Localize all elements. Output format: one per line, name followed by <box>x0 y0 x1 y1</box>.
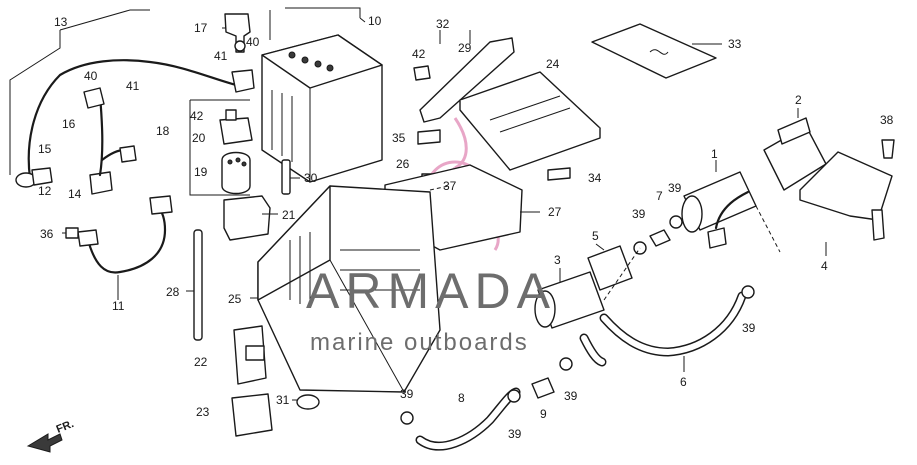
battery-tray-24 <box>459 71 601 171</box>
battery-10 <box>261 7 383 183</box>
module-22 <box>233 325 267 385</box>
callout-10: 10 <box>368 14 382 28</box>
pump-cushion-2 <box>763 108 827 191</box>
grommet-31 <box>292 394 320 410</box>
callout-37: 37 <box>443 179 457 193</box>
clip-39-e <box>669 215 683 229</box>
callout-39-e: 39 <box>668 181 682 195</box>
callout-4: 4 <box>821 259 828 273</box>
callout-21: 21 <box>282 208 296 222</box>
watermark: ARMADA marine outboards <box>306 263 556 356</box>
callout-6: 6 <box>680 375 687 389</box>
callout-2: 2 <box>795 93 802 107</box>
pump-bracket-4 <box>799 151 893 256</box>
breather-tube-30 <box>281 159 300 195</box>
callout-40-b: 40 <box>84 69 98 83</box>
callout-34: 34 <box>588 171 602 185</box>
callout-39-c: 39 <box>564 389 578 403</box>
callout-27: 27 <box>548 205 562 219</box>
callout-3: 3 <box>554 253 561 267</box>
bolt-38 <box>881 139 895 159</box>
clip-39-b <box>507 389 521 403</box>
callout-23: 23 <box>196 405 210 419</box>
hose-6 <box>599 291 747 372</box>
callout-26: 26 <box>396 157 410 171</box>
clip-39-c <box>559 357 573 371</box>
callout-41: 41 <box>214 49 228 63</box>
callout-33: 33 <box>728 37 742 51</box>
arrow-left-icon <box>26 433 63 453</box>
callout-1: 1 <box>711 147 718 161</box>
callout-8: 8 <box>458 391 465 405</box>
ground-cable-11 <box>77 195 173 300</box>
callout-12: 12 <box>38 184 52 198</box>
callout-29: 29 <box>458 41 472 55</box>
callout-9: 9 <box>540 407 547 421</box>
fr-label: FR. <box>55 418 76 436</box>
clip-39-f <box>741 285 755 299</box>
callout-25: 25 <box>228 292 242 306</box>
watermark-tagline: marine outboards <box>310 329 529 356</box>
hose-8 <box>415 387 521 451</box>
front-direction-marker: FR. <box>26 418 76 453</box>
starter-relay-group <box>189 99 253 196</box>
callout-14: 14 <box>68 187 82 201</box>
callout-32: 32 <box>436 17 450 31</box>
rod-28 <box>186 229 203 341</box>
callout-39-b: 39 <box>508 427 522 441</box>
callout-labels: 1 2 3 4 5 6 7 8 9 10 11 12 13 14 15 16 1… <box>38 14 894 441</box>
clip-39-a <box>400 411 414 425</box>
callout-35: 35 <box>392 131 406 145</box>
callout-19: 19 <box>194 165 208 179</box>
callout-7: 7 <box>656 189 663 203</box>
routing-line-b <box>755 205 781 253</box>
bolt-36 <box>62 227 79 239</box>
fuel-pump-1 <box>681 160 757 249</box>
terminal-group-left <box>31 87 137 195</box>
label-sheet-33 <box>591 23 722 79</box>
callout-42-b: 42 <box>412 47 426 61</box>
callout-36: 36 <box>40 227 54 241</box>
callout-38: 38 <box>880 113 894 127</box>
callout-42: 42 <box>190 109 204 123</box>
callout-22: 22 <box>194 355 208 369</box>
callout-28: 28 <box>166 285 180 299</box>
pipe-7 <box>649 229 671 247</box>
callout-39-f: 39 <box>742 321 756 335</box>
relay-bracket-17 <box>222 13 255 93</box>
pad-34 <box>547 167 571 181</box>
battery-strap-29 <box>413 30 515 123</box>
callout-11: 11 <box>112 299 125 313</box>
callout-41-b: 41 <box>126 79 140 93</box>
callout-20: 20 <box>192 131 206 145</box>
callout-24: 24 <box>546 57 560 71</box>
routing-line-c <box>429 185 449 191</box>
callout-13: 13 <box>54 15 68 29</box>
battery-cable-13 <box>9 9 242 188</box>
callout-30: 30 <box>304 171 318 185</box>
routing-line-a <box>603 247 641 301</box>
pad-35 <box>417 129 441 145</box>
pipe-9 <box>531 377 555 399</box>
hose-upper-left <box>579 333 607 367</box>
callout-15: 15 <box>38 142 52 156</box>
callout-18: 18 <box>156 124 170 138</box>
callout-5: 5 <box>592 229 599 243</box>
callout-39-d: 39 <box>632 207 646 221</box>
callout-31: 31 <box>276 393 290 407</box>
callout-40: 40 <box>246 35 260 49</box>
fuel-filter-3 <box>534 268 605 329</box>
watermark-brand: ARMADA <box>306 263 556 319</box>
battery-box-25 <box>250 185 441 393</box>
callout-16: 16 <box>62 117 76 131</box>
filter-element-5 <box>587 243 633 291</box>
module-23 <box>231 393 273 437</box>
relay-cover-21 <box>223 195 278 241</box>
callout-17: 17 <box>194 21 208 35</box>
callout-39-a: 39 <box>400 387 414 401</box>
